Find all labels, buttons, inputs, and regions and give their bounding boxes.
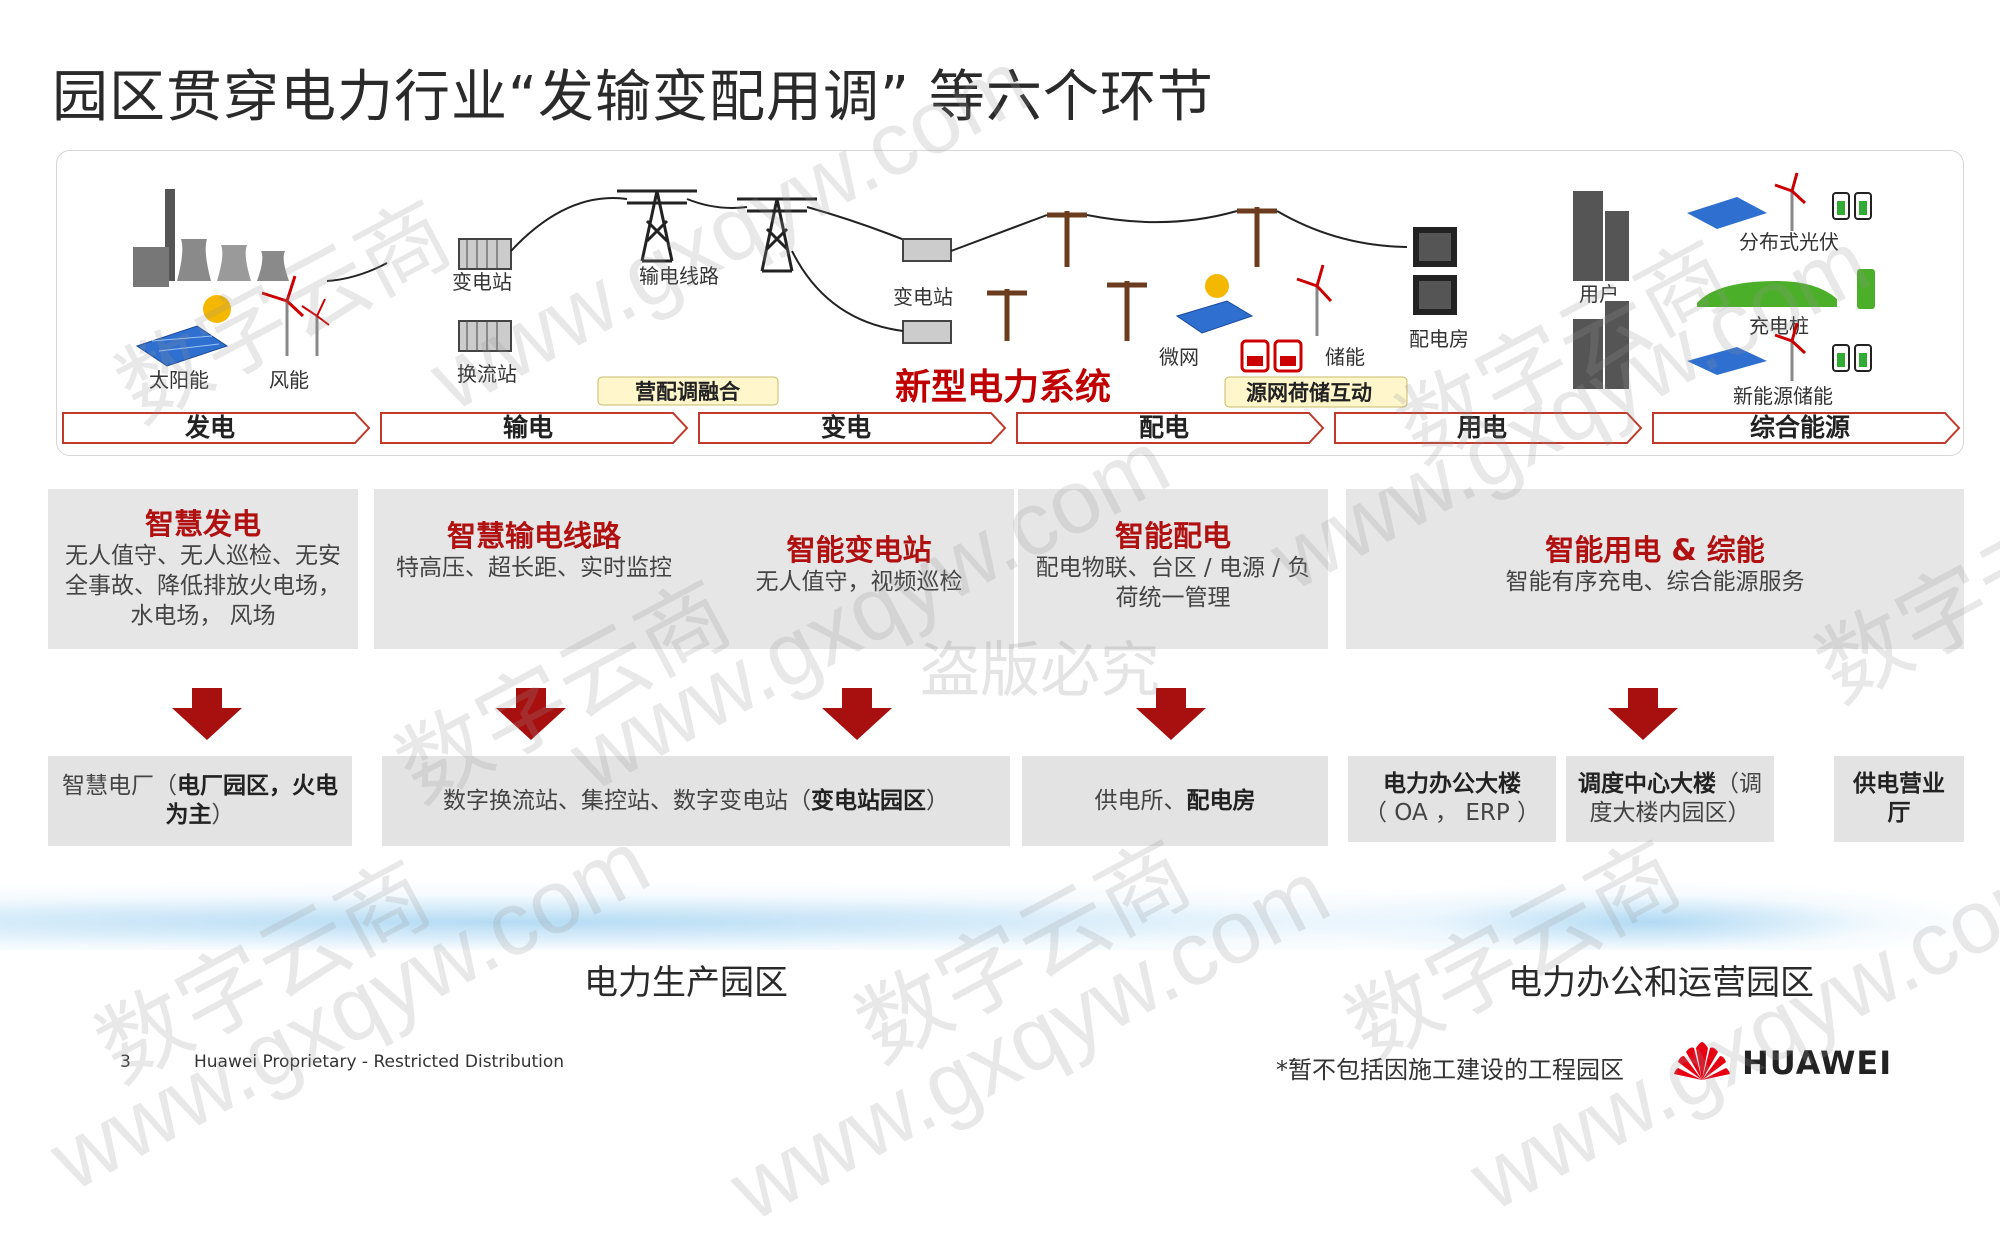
substation-2-icon <box>902 238 952 344</box>
new-power-system-label: 新型电力系统 <box>895 367 1111 408</box>
park-dispatch-sub: （调度大楼内园区） <box>1589 771 1763 826</box>
label-new-energy-storage: 新能源储能 <box>1733 384 1833 408</box>
smart-distribution-title: 智能配电 <box>1114 519 1231 553</box>
park-office: 电力办公大楼 （ OA ， ERP ） <box>1348 756 1556 842</box>
park-supply-prefix: 供电所、 <box>1094 787 1187 814</box>
label-distributed-pv: 分布式光伏 <box>1739 230 1839 254</box>
stage-chevron <box>1016 412 1325 444</box>
watermark-url: www.gxqyw.com <box>34 811 665 1211</box>
microgrid-solar-icon <box>1175 274 1254 334</box>
smart-distribution-desc: 配电物联、台区 / 电源 / 负荷统一管理 <box>1035 555 1311 611</box>
tag-marketing-box <box>597 376 779 406</box>
office-zone-glow <box>1300 880 2000 950</box>
stage-label: 输电 <box>503 413 553 442</box>
down-arrow-icon <box>1136 688 1206 740</box>
power-chain-diagram: 太阳能 风能 变电站 换流站 输电线路 变电站 <box>56 150 1964 456</box>
smart-distribution-card: 智能配电 配电物联、台区 / 电源 / 负荷统一管理 <box>1018 489 1328 649</box>
park-power-plant-prefix: 智慧电厂（ <box>62 773 177 799</box>
label-charging-pile: 充电桩 <box>1749 314 1809 338</box>
label-user: 用户 <box>1579 282 1619 306</box>
label-microgrid: 微网 <box>1159 345 1199 369</box>
park-service-hall: 供电营业厅 <box>1834 756 1964 842</box>
park-supply: 供电所、配电房 <box>1022 756 1328 846</box>
zone-office-label: 电力办公和运营园区 <box>1508 963 1814 1003</box>
huawei-wordmark: HUAWEI <box>1742 1044 1893 1082</box>
smart-consumption-desc: 智能有序充电、综合能源服务 <box>1505 569 1805 595</box>
building-icon <box>1573 191 1629 389</box>
label-storage: 储能 <box>1325 345 1365 369</box>
stage-label: 变电 <box>821 413 871 442</box>
park-office-title: 电力办公大楼 <box>1383 771 1521 797</box>
footnote: *暂不包括因施工建设的工程园区 <box>1276 1056 1624 1084</box>
converter-station-icon <box>458 320 512 352</box>
down-arrow-icon <box>496 688 566 740</box>
smart-transmission-desc: 特高压、超长距、实时监控 <box>396 555 672 581</box>
power-plant-icon <box>133 189 388 287</box>
stage-label: 用电 <box>1457 413 1507 442</box>
smart-substation-desc: 无人值守，视频巡检 <box>755 569 963 595</box>
stage-chevron <box>380 412 689 444</box>
stage-chevron <box>698 412 1007 444</box>
stage-label: 配电 <box>1139 413 1189 442</box>
stage-chevron <box>1334 412 1643 444</box>
park-supply-bold: 配电房 <box>1186 787 1256 814</box>
park-power-plant-suffix: ） <box>211 802 235 828</box>
park-substations-prefix: 数字换流站、集控站、数字变电站（ <box>443 787 811 814</box>
diagram-canvas: 太阳能 风能 变电站 换流站 输电线路 变电站 <box>62 172 1961 444</box>
park-office-sub: （ OA ， ERP ） <box>1363 800 1541 826</box>
smart-transmission-block: 智慧输电线路 特高压、超长距、实时监控 <box>384 519 684 583</box>
smart-substation-block: 智能变电站 无人值守，视频巡检 <box>714 533 1004 597</box>
distributed-pv-icon <box>1687 172 1872 231</box>
label-converter: 换流站 <box>457 362 517 386</box>
park-dispatch-title: 调度中心大楼 <box>1578 771 1716 797</box>
stage-chevron <box>62 412 371 444</box>
tag-marketing: 营配调融合 <box>635 380 741 404</box>
substation-icon <box>458 238 512 270</box>
zone-production-label: 电力生产园区 <box>584 963 788 1003</box>
smart-generation-card: 智慧发电 无人值守、无人巡检、无安全事故、降低排放火电场，水电场， 风场 <box>48 489 358 649</box>
smart-generation-desc: 无人值守、无人巡检、无安全事故、降低排放火电场，水电场， 风场 <box>65 543 341 629</box>
smart-transmission-title: 智慧输电线路 <box>446 519 621 553</box>
proprietary-notice: Huawei Proprietary - Restricted Distribu… <box>194 1052 565 1072</box>
label-distribution-room: 配电房 <box>1409 327 1469 351</box>
smart-transmission-substation-card: 智慧输电线路 特高压、超长距、实时监控 智能变电站 无人值守，视频巡检 <box>374 489 1014 649</box>
smart-consumption-card: 智能用电 & 综能 智能有序充电、综合能源服务 <box>1346 489 1964 649</box>
stage-label: 综合能源 <box>1750 413 1850 442</box>
smart-substation-title: 智能变电站 <box>786 533 932 567</box>
down-arrow-icon <box>1608 688 1678 740</box>
utility-pole-icon <box>987 207 1277 341</box>
page-title: 园区贯穿电力行业“发输变配用调” 等六个环节 <box>52 65 1214 130</box>
park-substations-suffix: ） <box>926 787 949 814</box>
label-substation-1: 变电站 <box>452 270 512 294</box>
down-arrow-icon <box>172 688 242 740</box>
battery-storage-icon <box>1240 264 1333 373</box>
park-power-plant: 智慧电厂（电厂园区，火电为主） <box>48 756 352 846</box>
label-solar: 太阳能 <box>149 368 209 392</box>
stage-label: 发电 <box>184 413 235 442</box>
wind-turbine-icon <box>261 275 330 356</box>
label-wind: 风能 <box>269 368 309 392</box>
label-substation-2: 变电站 <box>893 285 953 309</box>
smart-generation-title: 智慧发电 <box>144 507 261 541</box>
transmission-tower-icon <box>617 189 817 273</box>
park-substations: 数字换流站、集控站、数字变电站（变电站园区） <box>382 756 1010 846</box>
stage-bar: 发电 输电 变电 配电 用电 综合能源 <box>62 412 1961 444</box>
new-energy-storage-icon <box>1687 322 1872 381</box>
smart-consumption-title: 智能用电 & 综能 <box>1545 533 1765 567</box>
tag-source-grid: 源网荷储互动 <box>1246 381 1372 405</box>
park-substations-bold: 变电站园区 <box>811 787 926 814</box>
huawei-logo-icon <box>1672 1040 1732 1084</box>
distribution-room-icon <box>1413 227 1457 315</box>
page-number: 3 <box>120 1052 131 1072</box>
stage-chevron <box>1652 412 1961 444</box>
ev-charging-icon <box>1697 269 1875 309</box>
park-power-plant-bold: 电厂园区，火电为主 <box>165 773 339 828</box>
tag-source-grid-box <box>1224 376 1408 408</box>
label-transmission-line: 输电线路 <box>639 264 719 288</box>
solar-panel-icon <box>135 295 231 367</box>
down-arrow-icon <box>822 688 892 740</box>
park-service-hall-title: 供电营业厅 <box>1853 771 1945 826</box>
park-dispatch: 调度中心大楼（调度大楼内园区） <box>1566 756 1774 842</box>
